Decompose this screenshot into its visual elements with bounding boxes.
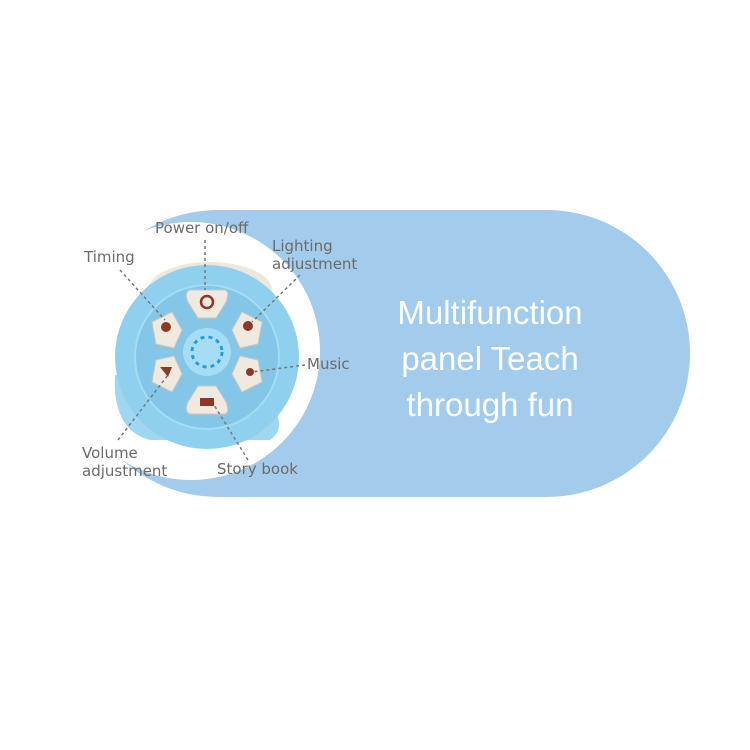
headline-line1: Multifunction: [397, 294, 583, 331]
power-icon: [199, 294, 215, 310]
label-story: Story book: [217, 460, 298, 478]
label-timing: Timing: [84, 248, 135, 266]
label-lighting-line1: Lighting: [272, 237, 333, 255]
label-lighting: Lighting adjustment: [272, 237, 357, 273]
alarm-clock-icon: [161, 322, 171, 332]
headline: Multifunction panel Teach through fun: [360, 290, 620, 428]
label-volume: Volume adjustment: [82, 444, 167, 480]
label-power: Power on/off: [155, 219, 249, 237]
headline-line2: panel Teach: [401, 340, 579, 377]
leader-lines: [117, 240, 306, 461]
sun-icon: [243, 321, 253, 331]
label-volume-line1: Volume: [82, 444, 138, 462]
bell-icon: [160, 367, 172, 377]
label-volume-line2: adjustment: [82, 462, 168, 480]
headline-line3: through fun: [406, 386, 574, 423]
label-lighting-line2: adjustment: [272, 255, 358, 273]
books-icon: [200, 398, 214, 406]
speaker-grille: [183, 328, 231, 376]
label-music: Music: [307, 355, 350, 373]
music-note-icon: [246, 368, 254, 376]
power-button: [185, 289, 229, 319]
